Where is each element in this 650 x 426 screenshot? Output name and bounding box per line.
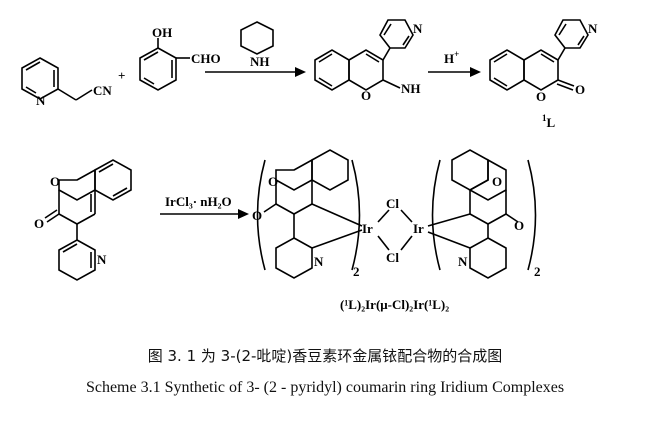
caption-chinese: 图 3. 1 为 3-(2-吡啶)香豆素环金属铱配合物的合成图 bbox=[147, 347, 503, 365]
iminocoumarin-structure: O NH N bbox=[314, 19, 423, 103]
row2-carbonyl-o: O bbox=[34, 216, 44, 231]
arrow-1: NH bbox=[205, 21, 306, 77]
dimer-formula: (¹L)₂Ir(μ-Cl)₂Ir(¹L)₂ bbox=[340, 297, 449, 312]
pyridine-n-label: N bbox=[36, 93, 46, 108]
dimer-right-ring-o: O bbox=[492, 174, 502, 189]
dimer-right-carbonyl-o: O bbox=[514, 218, 524, 233]
ligand-row2-structure: O O N bbox=[34, 159, 132, 281]
salicylaldehyde-structure: OH CHO bbox=[139, 25, 221, 91]
reaction-scheme: N CN + OH CHO NH O NH N bbox=[21, 19, 598, 312]
dimer-left-subscript: 2 bbox=[353, 264, 360, 279]
plus-sign: + bbox=[118, 68, 125, 83]
arrow-3: IrCl₃· nH₂O bbox=[160, 194, 249, 219]
row2-ring-o: O bbox=[50, 174, 60, 189]
cho-label: CHO bbox=[191, 51, 221, 66]
iridium-dimer-structure: O O N 2 Ir Ir Cl Cl O O N 2 (¹L)₂Ir(μ-Cl… bbox=[252, 149, 541, 312]
dimer-right-subscript: 2 bbox=[534, 264, 541, 279]
ligand-pyridine-n: N bbox=[588, 21, 598, 36]
cl-top-label: Cl bbox=[386, 196, 399, 211]
iminocoumarin-nh-label: NH bbox=[401, 81, 421, 96]
dimer-left-carbonyl-o: O bbox=[252, 208, 262, 223]
row2-pyridine-n: N bbox=[97, 252, 107, 267]
oh-label: OH bbox=[152, 25, 172, 40]
caption-english: Scheme 3.1 Synthetic of 3- (2 - pyridyl)… bbox=[85, 379, 565, 396]
cn-label: CN bbox=[93, 83, 112, 98]
cl-bottom-label: Cl bbox=[386, 250, 399, 265]
iminocoumarin-o-label: O bbox=[361, 88, 371, 103]
dimer-right-pyridine-n: N bbox=[458, 254, 468, 269]
ligand-ring-o-label: O bbox=[536, 89, 546, 104]
ir-left-label: Ir bbox=[362, 221, 373, 236]
ligand-label: 1L bbox=[542, 113, 556, 130]
arrow-2: H+ bbox=[428, 49, 481, 77]
reagent-label: IrCl₃· nH₂O bbox=[165, 194, 232, 209]
ir-right-label: Ir bbox=[413, 221, 424, 236]
pyridylacetonitrile-structure: N CN bbox=[21, 57, 112, 108]
acid-label: H+ bbox=[444, 49, 459, 66]
coumarin-ligand-structure: O O N 1L bbox=[489, 19, 598, 130]
iminocoumarin-pyridine-n: N bbox=[413, 21, 423, 36]
dimer-left-ring-o: O bbox=[268, 174, 278, 189]
ligand-carbonyl-o-label: O bbox=[575, 82, 585, 97]
piperidine-nh-label: NH bbox=[250, 54, 270, 69]
dimer-left-pyridine-n: N bbox=[314, 254, 324, 269]
